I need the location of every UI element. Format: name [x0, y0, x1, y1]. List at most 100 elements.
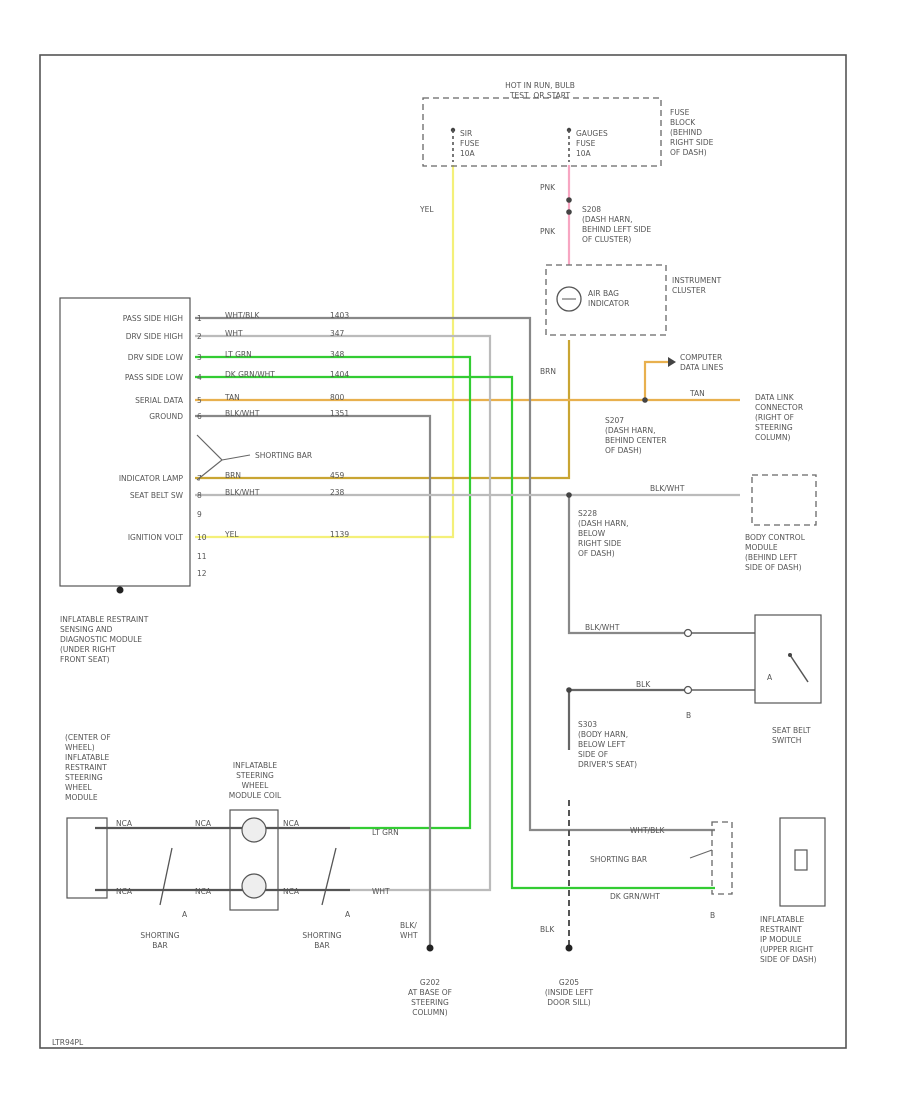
sdm-pin-circuit: 1351 — [330, 409, 349, 418]
sdm-pin-name: SEAT BELT SW — [130, 491, 184, 500]
coil-upper-icon — [241, 817, 267, 843]
sdm-pin-circuit: 1403 — [330, 311, 349, 320]
sdm-pin-number: 2 — [197, 332, 202, 341]
sdm-pin-number: 10 — [197, 533, 207, 542]
connector-c1-icon — [683, 628, 693, 638]
ip-squib-icon — [794, 849, 808, 871]
splice-s207-dot — [642, 397, 648, 403]
wire-label-wht-blk-rp: WHT/BLK — [630, 826, 665, 835]
ground-g202-icon — [426, 944, 434, 952]
ip-module-box — [779, 817, 826, 907]
sdm-pin-number: 3 — [197, 353, 202, 362]
sdm-pin-circuit: 459 — [330, 471, 345, 480]
sdm-pin-wire-color: WHT — [225, 329, 243, 338]
wire-seat-belt-branch — [567, 495, 685, 635]
fuse-block-box — [422, 97, 662, 167]
splice-s208-dot — [566, 209, 572, 215]
wire-label-lt-grn: LT GRN — [372, 828, 399, 837]
sdm-pin-circuit: 238 — [330, 488, 345, 497]
instrument-cluster-box — [545, 264, 667, 336]
sdm-pin-circuit: 1139 — [330, 530, 349, 539]
sw-conn-4: NCA — [116, 887, 133, 896]
wire-label-yel: YEL — [419, 205, 434, 214]
sdm-pin-name: SERIAL DATA — [135, 396, 184, 405]
connector-label-a3: A — [345, 910, 351, 919]
connector-dot-pnk — [566, 197, 572, 203]
wire-label-pnk1: PNK — [540, 183, 556, 192]
wire-dk-green-pass-low — [195, 375, 715, 890]
sdm-pin-name: PASS SIDE LOW — [125, 373, 184, 382]
sdm-pin-wire-color: BLK/WHT — [225, 409, 260, 418]
sdm-pin-number: 11 — [197, 552, 207, 561]
ip-shorting-bar-arrow — [689, 849, 713, 859]
wire-label-dkgrn-wht-rp: DK GRN/WHT — [610, 892, 660, 901]
diagram-frame — [39, 54, 847, 1049]
wire-label-wht: WHT — [372, 887, 390, 896]
connector-c2-icon — [683, 685, 693, 695]
wire-label-pnk2: PNK — [540, 227, 556, 236]
steering-wheel-module-box — [66, 817, 108, 899]
sdm-pin-name: PASS SIDE HIGH — [123, 314, 183, 323]
connector-label-a2: A — [182, 910, 188, 919]
sdm-pin-wire-color: BRN — [225, 471, 241, 480]
connector-label-b: B — [686, 711, 691, 720]
wire-white-drv-high — [195, 334, 492, 892]
wire-lt-green-drv-low — [195, 355, 472, 830]
wire-label-blk-sw: BLK — [636, 680, 651, 689]
wire-brown-indicator — [195, 340, 571, 480]
sdm-pin-circuit: 1404 — [330, 370, 349, 379]
sdm-pin-name: DRV SIDE HIGH — [126, 332, 183, 341]
sdm-shorting-bar-label: SHORTING BAR — [255, 451, 312, 460]
wire-yellow-ignition — [195, 165, 455, 539]
diagram-ref: LTR94PL — [52, 1038, 84, 1047]
sdm-shorting-bar-arrow — [221, 454, 251, 461]
sdm-pin-wire-color: TAN — [224, 393, 240, 402]
wire-label-blk-wht-g: BLK/WHT — [400, 921, 418, 940]
sdm-pin-name: IGNITION VOLT — [128, 533, 184, 542]
wire-label-tan: TAN — [689, 389, 705, 398]
wire-label-blk-wht-sw: BLK/WHT — [585, 623, 620, 632]
connector-label-b2: B — [710, 911, 715, 920]
seat-belt-switch-box — [754, 614, 822, 704]
wire-computer-data — [643, 360, 668, 400]
sdm-pin-number: 4 — [197, 373, 202, 382]
sw-conn-3: NCA — [283, 819, 300, 828]
coil-box — [229, 809, 279, 911]
switch-pivot-icon — [788, 653, 792, 657]
shorting-bar-right-icon — [321, 847, 337, 906]
sdm-pin-wire-color: YEL — [224, 530, 239, 539]
sdm-pin-number: 9 — [197, 510, 202, 519]
arrow-icon — [668, 357, 676, 367]
sdm-pin-circuit: 800 — [330, 393, 345, 402]
sw-conn-5: NCA — [195, 887, 212, 896]
splice-s228-dot — [566, 492, 572, 498]
sdm-pin-name: DRV SIDE LOW — [128, 353, 184, 362]
switch-contact-icon — [789, 654, 809, 683]
connector-label-a: A — [767, 673, 773, 682]
wire-ground-g202 — [195, 414, 432, 946]
sdm-pin-wire-color: LT GRN — [225, 350, 252, 359]
sdm-pin-wire-color: WHT/BLK — [225, 311, 260, 320]
sdm-module-box — [59, 297, 191, 587]
ground-g205-icon — [565, 944, 573, 952]
sdm-pin-circuit: 348 — [330, 350, 345, 359]
